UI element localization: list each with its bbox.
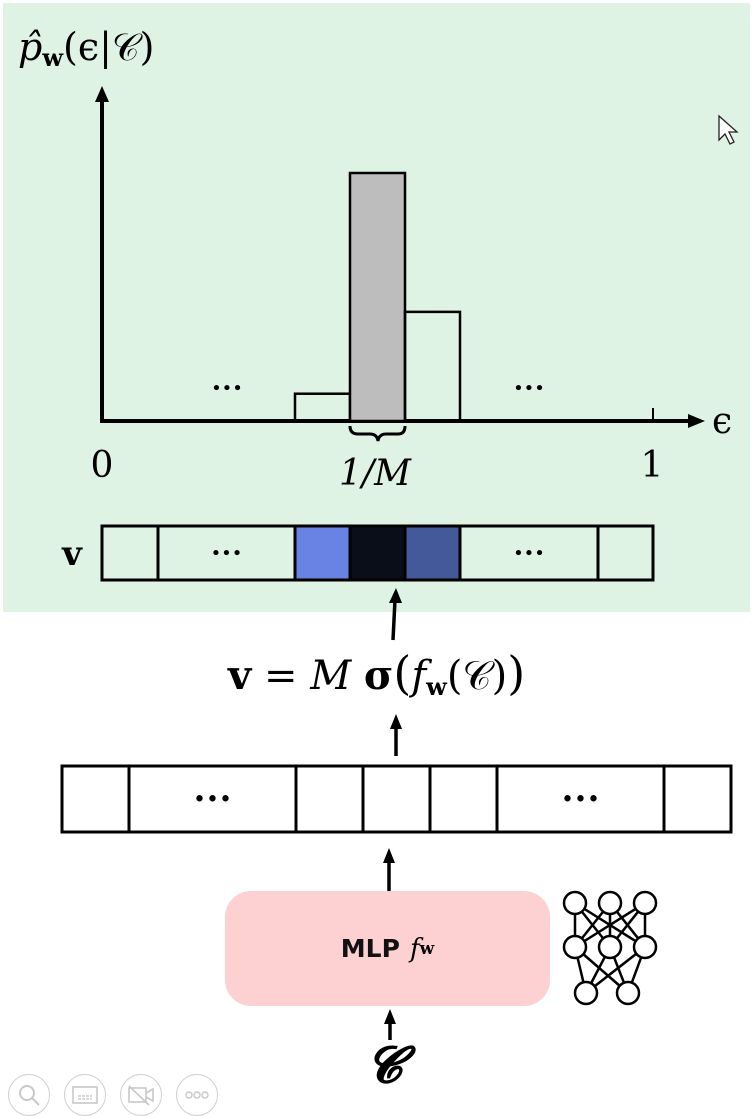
- logits-vector-cell: [361, 764, 432, 834]
- bin-width-brace: [348, 425, 407, 442]
- arrow-input-to-mlp-head: [384, 1009, 396, 1024]
- mouse-cursor: [718, 114, 739, 145]
- logits-vector-cell: [428, 764, 499, 834]
- logits-vector-cell: [60, 764, 131, 834]
- mlp-f: f: [409, 933, 420, 964]
- v-vector-ellipsis: •••: [513, 543, 545, 564]
- distribution-sub: w: [42, 43, 63, 72]
- arrow-equation-to-v-head: [389, 588, 402, 603]
- logits-vector-ellipsis: •••: [193, 787, 232, 812]
- v-vector-label: v: [61, 534, 83, 574]
- chart-ellipsis-left: •••: [211, 378, 243, 399]
- eq-sigma: σ: [363, 652, 394, 699]
- eq-open: (: [393, 646, 412, 700]
- eq-inner: (𝒞): [446, 653, 508, 699]
- bar-bin-k: [348, 171, 407, 423]
- logits-vector-cell: [294, 764, 365, 834]
- x-tick-label-0: 0: [91, 445, 114, 486]
- chart-ellipsis-right: •••: [513, 378, 545, 399]
- input-symbol: 𝓒: [366, 1035, 402, 1094]
- mlp-label: MLP: [340, 934, 400, 963]
- v-vector-cell: [348, 524, 407, 582]
- logits-vector: ••• •••: [60, 764, 733, 834]
- v-vector: ••• •••: [100, 524, 655, 582]
- eq-f: f: [411, 653, 427, 699]
- distribution-args: (ϵ|𝒞): [63, 25, 155, 69]
- bin-width-label: 1/M: [339, 453, 412, 494]
- neural-network-icon: [562, 890, 658, 1006]
- softmax-equation: v = M σ(fw(𝒞)): [228, 650, 525, 699]
- logits-vector-ellipsis: •••: [561, 787, 600, 812]
- v-vector-cell: [100, 524, 160, 582]
- x-axis-arrowhead: [688, 414, 705, 428]
- eq-M: M: [310, 653, 352, 699]
- eq-equals: =: [251, 653, 311, 699]
- logits-vector-cell: [662, 764, 733, 834]
- eq-lhs: v: [228, 652, 252, 699]
- v-vector-cell: [596, 524, 655, 582]
- eq-sub: w: [426, 672, 447, 701]
- arrow-equation-to-v: [391, 599, 397, 641]
- histogram-bars: [293, 171, 462, 423]
- x-tick-label-1: 1: [641, 445, 664, 486]
- distribution-p: p̂: [18, 25, 43, 69]
- v-vector-cell: [293, 524, 352, 582]
- eq-close: ): [507, 646, 526, 700]
- v-vector-cell: [403, 524, 462, 582]
- distribution-label: p̂w(ϵ|𝒞): [18, 28, 154, 70]
- y-axis-arrowhead: [95, 86, 109, 102]
- x-axis-symbol: ϵ: [712, 401, 732, 442]
- arrow-mlp-to-logits-head: [383, 848, 395, 863]
- v-vector-ellipsis: •••: [211, 543, 243, 564]
- mlp-sub: w: [419, 938, 435, 959]
- arrow-logits-to-equation-head: [390, 714, 402, 729]
- bar-bin-k+1: [403, 310, 462, 423]
- bar-bin-k-1: [293, 392, 352, 423]
